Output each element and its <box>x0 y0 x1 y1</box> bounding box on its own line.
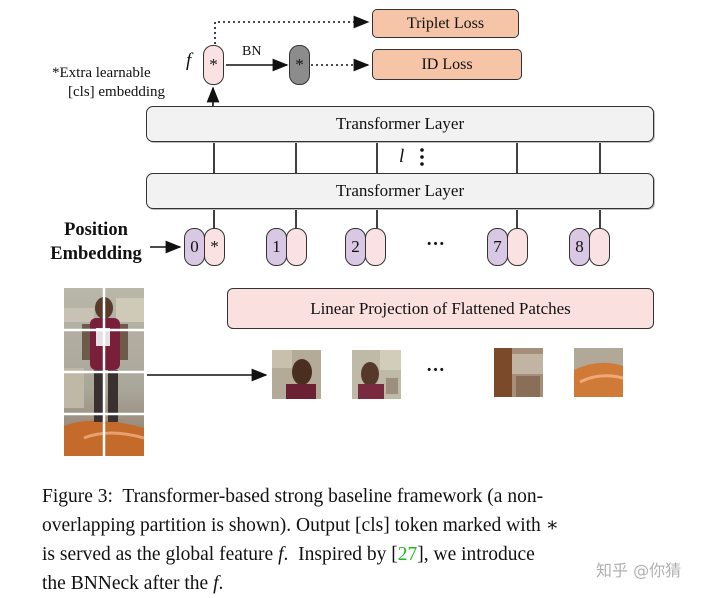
token-patch-8 <box>589 228 610 266</box>
caption-text-c1: is served as the global feature <box>42 544 279 565</box>
patch-image-2 <box>352 350 401 399</box>
layer-dots <box>420 148 424 166</box>
triplet-loss-box: Triplet Loss <box>372 9 519 38</box>
caption-text-d1: the BNNeck after the <box>42 573 214 594</box>
token-connectors <box>213 208 601 228</box>
id-loss-box: ID Loss <box>372 49 522 80</box>
caption-text-b: overlapping partition is shown). Output … <box>42 515 559 536</box>
caption-line2: overlapping partition is shown). Output … <box>42 511 662 540</box>
caption-citation-27[interactable]: 27 <box>397 544 418 565</box>
person-image-grid <box>64 288 144 456</box>
caption-text-a: Figure 3: Transformer-based strong basel… <box>42 486 544 507</box>
token-patch-7 <box>507 228 528 266</box>
patch-image-7 <box>494 348 543 397</box>
caption-f-symbol-1: f <box>278 544 284 565</box>
triplet-loss-label: Triplet Loss <box>406 14 485 32</box>
token-patch-2 <box>365 228 386 266</box>
token-ellipsis: ··· <box>426 234 446 255</box>
caption-line1: Figure 3: Transformer-based strong basel… <box>42 482 662 511</box>
watermark: 知乎 @你猜 <box>596 561 682 580</box>
position-embedding-label: Position Embedding <box>40 218 152 266</box>
linear-projection-box: Linear Projection of Flattened Patches <box>227 288 654 329</box>
token-position-8: 8 <box>569 228 590 266</box>
token-label-7: 7 <box>493 237 502 256</box>
caption-line3: is served as the global feature f. Inspi… <box>42 540 662 569</box>
token-position-0: 0 <box>184 228 205 266</box>
token-patch-1 <box>286 228 307 266</box>
token-position-2: 2 <box>345 228 366 266</box>
patch-ellipsis: ··· <box>426 360 446 381</box>
patch-image-8 <box>574 348 623 397</box>
f-label: f <box>186 50 192 71</box>
transformer-layer-bottom-label: Transformer Layer <box>335 181 465 200</box>
caption-text-d2: . <box>218 573 224 594</box>
extra-learnable-note: *Extra learnable [cls] embedding <box>52 64 165 102</box>
caption-line4: the BNNeck after the f. <box>42 569 662 598</box>
note-line1: Extra learnable <box>59 65 151 81</box>
transformer-layer-bottom: Transformer Layer <box>146 173 654 209</box>
token-label-1: 1 <box>272 237 281 256</box>
id-loss-label: ID Loss <box>421 55 473 73</box>
token-label-0: 0 <box>190 237 199 256</box>
token-label-2: 2 <box>351 237 360 256</box>
caption-text-c2: . Inspired by [ <box>283 544 398 565</box>
transformer-layer-top: Transformer Layer <box>146 106 654 142</box>
token-label-8: 8 <box>575 237 584 256</box>
bn-feature-token: * <box>289 45 310 85</box>
layer-connectors <box>213 141 601 174</box>
position-embedding-line2: Embedding <box>50 244 142 264</box>
transformer-layer-top-label: Transformer Layer <box>335 114 465 133</box>
token-cls-symbol: * <box>210 237 219 256</box>
note-line2: [cls] embedding <box>68 84 166 100</box>
caption-text-c3: ], we introduce <box>417 544 535 565</box>
token-position-7: 7 <box>487 228 508 266</box>
token-position-1: 1 <box>266 228 287 266</box>
note-star: * <box>52 65 60 81</box>
cls-output-token: * <box>203 45 224 85</box>
linear-projection-label: Linear Projection of Flattened Patches <box>310 298 571 318</box>
layer-index-label: l <box>399 146 405 167</box>
bn-feature-symbol: * <box>295 55 304 74</box>
position-embedding-line1: Position <box>64 220 128 240</box>
cls-output-symbol: * <box>209 55 218 74</box>
bn-label: BN <box>242 44 262 59</box>
patch-image-1 <box>272 350 321 399</box>
figure-caption: Figure 3: Transformer-based strong basel… <box>42 482 662 598</box>
token-cls: * <box>204 228 225 266</box>
caption-f-symbol-2: f <box>213 573 219 594</box>
dotted-arrow-triplet <box>214 15 370 44</box>
